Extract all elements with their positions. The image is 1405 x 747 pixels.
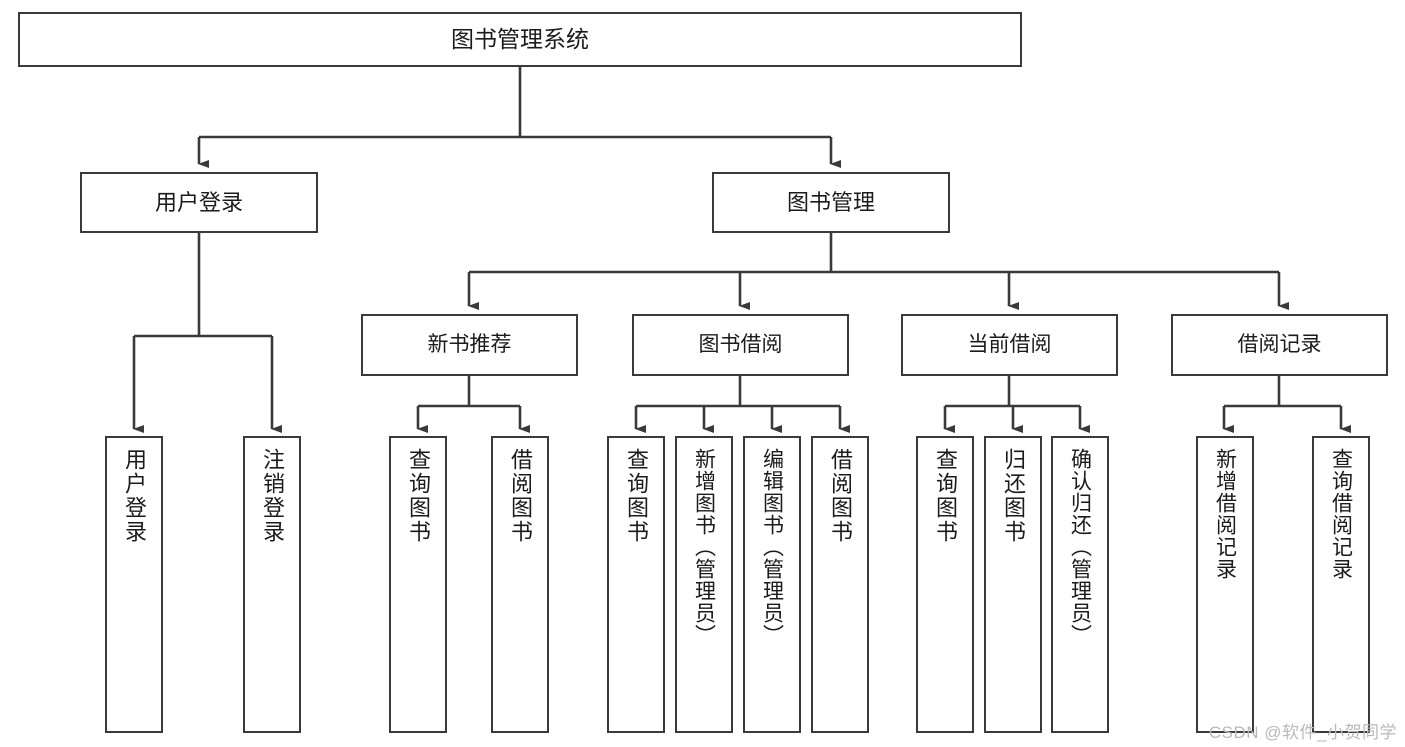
node-label: 归还图书 bbox=[1001, 448, 1026, 544]
node-leaf-query-book-2[interactable]: 查询图书 bbox=[607, 436, 665, 733]
node-label: 新书推荐 bbox=[427, 332, 512, 356]
node-leaf-query-borrow-record[interactable]: 查询借阅记录 bbox=[1312, 436, 1370, 733]
node-leaf-return-book[interactable]: 归还图书 bbox=[984, 436, 1042, 733]
node-leaf-borrow-book-1[interactable]: 借阅图书 bbox=[491, 436, 549, 733]
node-leaf-edit-book-admin[interactable]: 编辑图书（管理员） bbox=[743, 436, 801, 733]
node-new-book-recommend[interactable]: 新书推荐 bbox=[361, 314, 578, 376]
node-user-login[interactable]: 用户登录 bbox=[80, 172, 318, 233]
node-book-borrow[interactable]: 图书借阅 bbox=[632, 314, 849, 376]
node-label: 图书管理 bbox=[786, 189, 875, 215]
node-current-borrow[interactable]: 当前借阅 bbox=[901, 314, 1118, 376]
node-label: 当前借阅 bbox=[967, 332, 1052, 356]
node-leaf-borrow-book-2[interactable]: 借阅图书 bbox=[811, 436, 869, 733]
node-label: 新增借阅记录 bbox=[1213, 448, 1237, 580]
node-label: 编辑图书（管理员） bbox=[760, 448, 784, 646]
node-leaf-query-book-1[interactable]: 查询图书 bbox=[389, 436, 447, 733]
node-label: 查询图书 bbox=[406, 448, 431, 544]
node-leaf-logout-login[interactable]: 注销登录 bbox=[243, 436, 301, 733]
node-label: 查询图书 bbox=[933, 448, 958, 544]
csdn-watermark: CSDN @软件_小贺同学 bbox=[1208, 723, 1397, 742]
node-leaf-add-borrow-record[interactable]: 新增借阅记录 bbox=[1196, 436, 1254, 733]
node-label: 借阅图书 bbox=[508, 448, 533, 544]
node-leaf-add-book-admin[interactable]: 新增图书（管理员） bbox=[675, 436, 733, 733]
node-label: 图书管理系统 bbox=[451, 26, 589, 53]
node-leaf-confirm-return-admin[interactable]: 确认归还（管理员） bbox=[1051, 436, 1109, 733]
node-root-system[interactable]: 图书管理系统 bbox=[18, 12, 1022, 67]
node-label: 用户登录 bbox=[122, 448, 147, 544]
node-book-management[interactable]: 图书管理 bbox=[712, 172, 950, 233]
node-label: 注销登录 bbox=[260, 448, 285, 544]
node-borrow-record[interactable]: 借阅记录 bbox=[1171, 314, 1388, 376]
node-leaf-query-book-3[interactable]: 查询图书 bbox=[916, 436, 974, 733]
node-label: 查询图书 bbox=[624, 448, 649, 544]
node-label: 确认归还（管理员） bbox=[1068, 448, 1092, 646]
node-label: 用户登录 bbox=[154, 189, 243, 215]
node-label: 新增图书（管理员） bbox=[692, 448, 716, 646]
node-label: 借阅记录 bbox=[1237, 332, 1322, 356]
node-label: 查询借阅记录 bbox=[1329, 448, 1353, 580]
node-leaf-user-login[interactable]: 用户登录 bbox=[105, 436, 163, 733]
node-label: 图书借阅 bbox=[698, 332, 783, 356]
node-label: 借阅图书 bbox=[828, 448, 853, 544]
